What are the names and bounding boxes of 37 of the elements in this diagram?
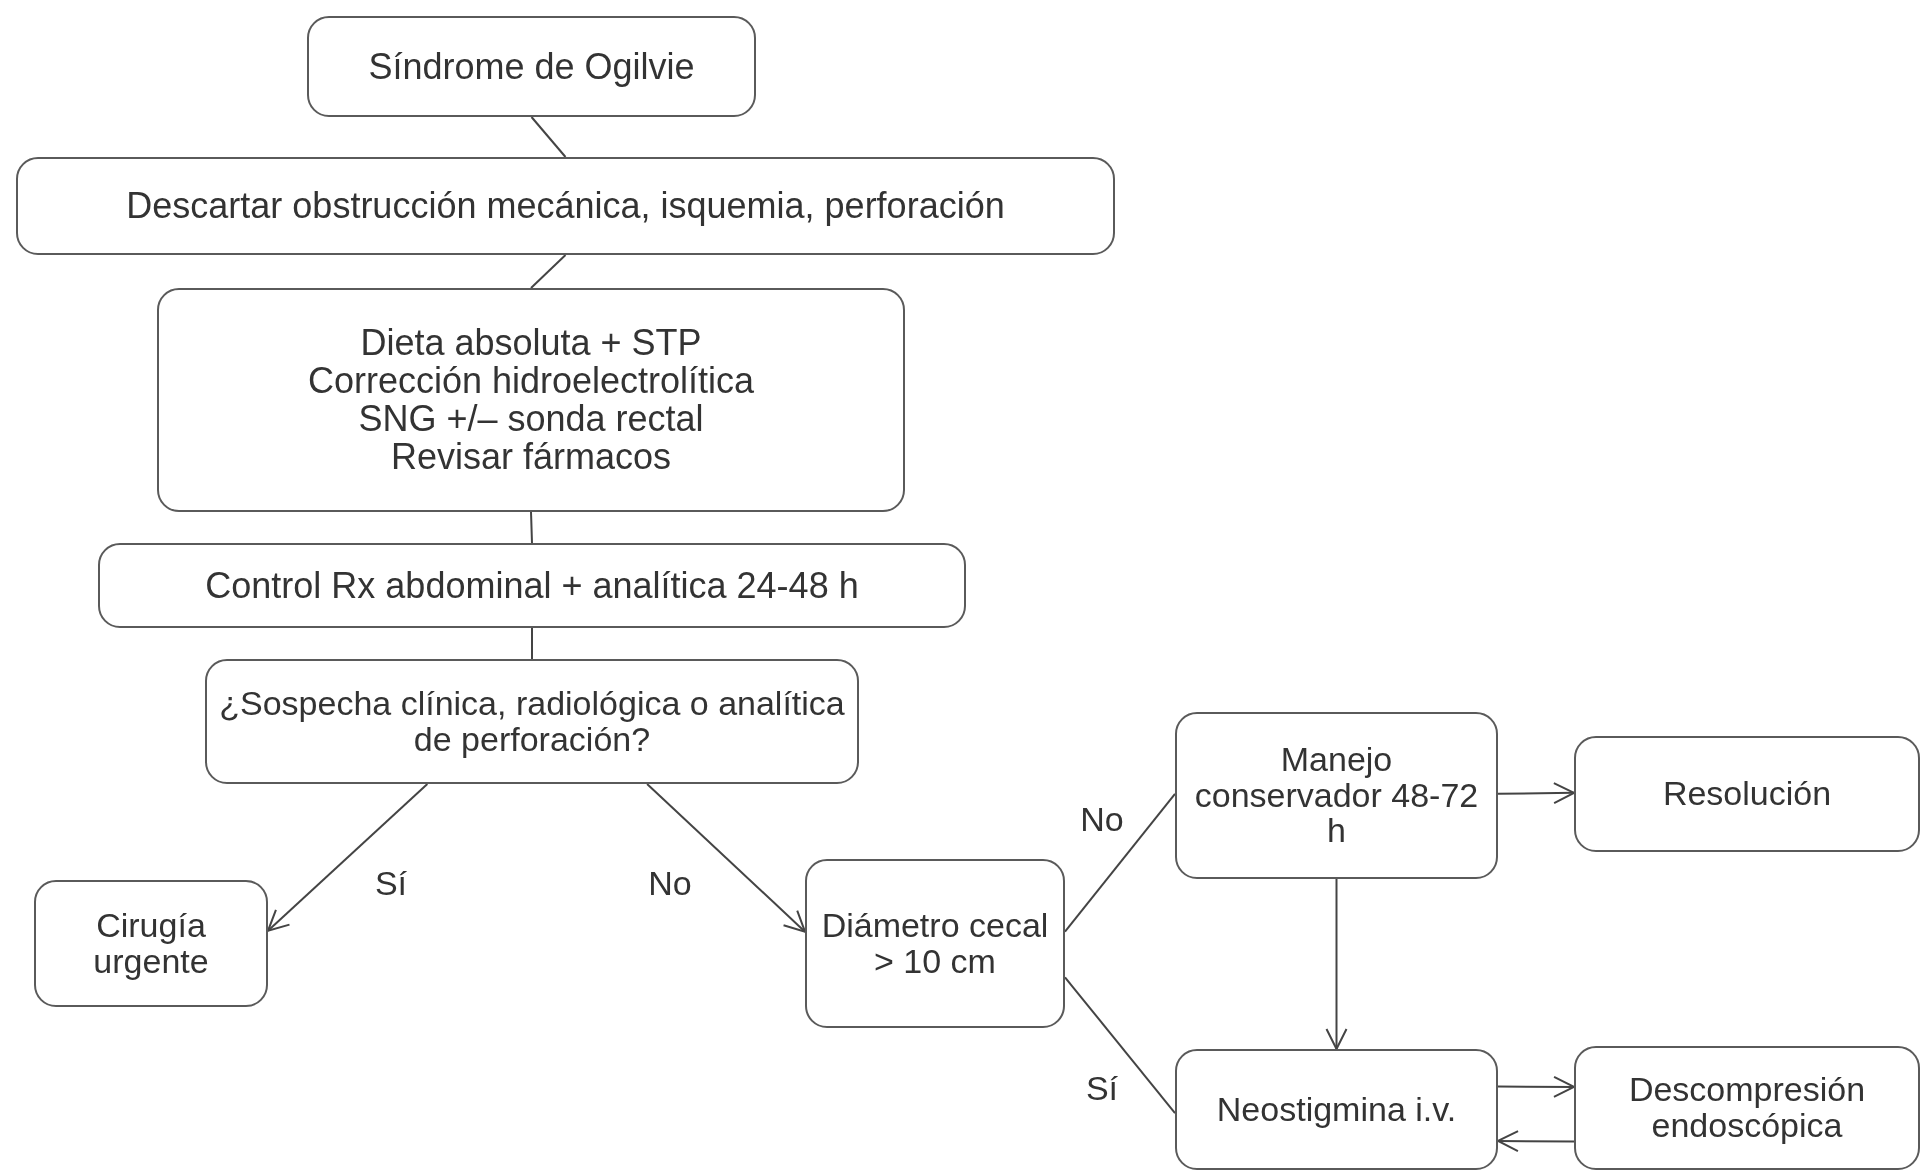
- process-box: [1574, 736, 1920, 852]
- connector-line: [1497, 1130, 1575, 1153]
- box-text: Síndrome de Ogilvie: [368, 47, 695, 86]
- connector-line: [1064, 792, 1176, 933]
- connector-line: [1497, 1075, 1575, 1098]
- box-text: Corrección hidroelectrolítica: [307, 362, 755, 400]
- process-box: [1574, 1046, 1920, 1170]
- process-box: [98, 543, 966, 628]
- process-box: [1175, 1049, 1498, 1170]
- connector-line: [530, 116, 567, 158]
- box-text: Control Rx abdominal + analítica 24-48 h: [205, 566, 859, 605]
- connector-line: [1497, 782, 1575, 805]
- connector-line: [530, 511, 533, 544]
- process-box: [805, 859, 1065, 1028]
- box-text: Descompresión endoscópica: [1627, 1072, 1867, 1144]
- connector-line: [1064, 976, 1176, 1115]
- connector-line: [1325, 878, 1348, 1050]
- box-text: Descartar obstrucción mecánica, isquemia, perforación: [126, 187, 1005, 225]
- connector-line: [267, 783, 429, 932]
- box-text: Neostigmina i.v.: [1216, 1091, 1457, 1128]
- box-text: Manejo conservador 48-72 h: [1193, 741, 1480, 850]
- box-text: ¿Sospecha clínica, radiológica o analítica de perforación?: [218, 685, 846, 758]
- process-box: [205, 659, 859, 784]
- box-text: Cirugía urgente: [92, 907, 210, 980]
- connector-line: [530, 254, 567, 289]
- box-text: Resolución: [1662, 776, 1832, 812]
- process-box: [307, 16, 756, 117]
- connector-line: [531, 627, 533, 660]
- process-box: [1175, 712, 1498, 879]
- connector-line: [646, 783, 806, 933]
- box-text: Diámetro cecal > 10 cm: [820, 907, 1050, 980]
- process-box: [34, 880, 268, 1007]
- process-box: [157, 288, 905, 512]
- process-box: [16, 157, 1115, 255]
- box-text: SNG +/– sonda rectal: [358, 400, 704, 438]
- box-text: Revisar fármacos: [390, 437, 672, 476]
- box-text: Dieta absoluta + STP: [360, 324, 702, 363]
